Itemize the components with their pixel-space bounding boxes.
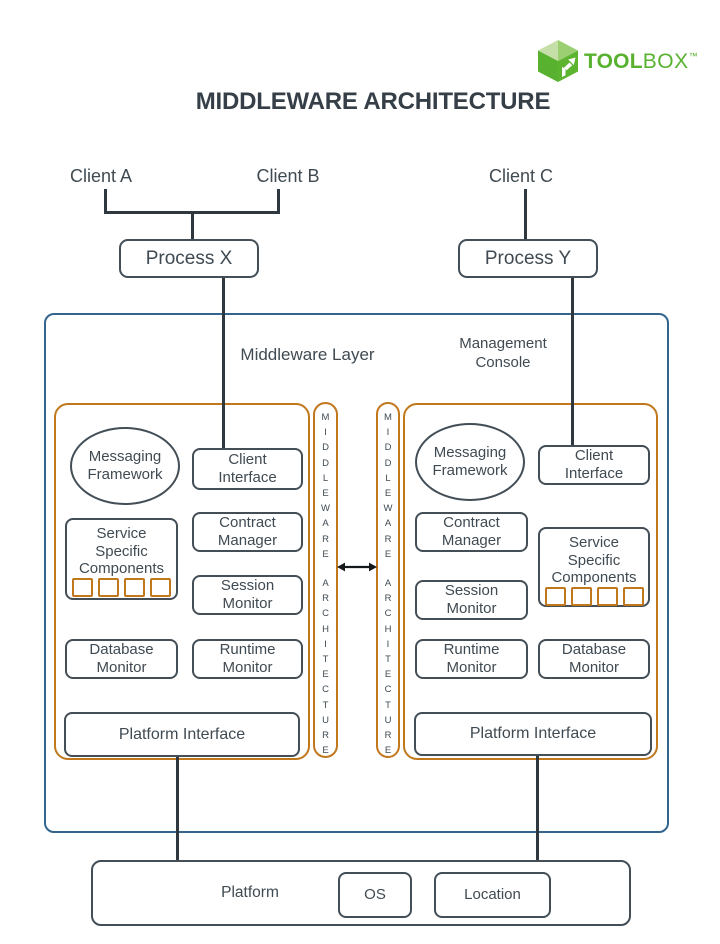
right-session-monitor-box: Session Monitor [415,580,528,620]
session-monitor-label: Session Monitor [220,577,275,612]
right-platform-interface-box: Platform Interface [414,712,652,756]
brand-bold: TOOL [584,50,643,73]
client-interface-label: Client Interface [564,447,624,482]
right-runtime-monitor-box: Runtime Monitor [415,639,528,679]
messaging-framework-label: Messaging Framework [87,448,163,483]
right-service-specific-components-box: Service Specific Components [538,527,650,607]
runtime-monitor-label: Runtime Monitor [443,641,500,676]
left-platform-interface-to-platform-line [176,755,179,863]
right-database-monitor-box: Database Monitor [538,639,650,679]
process-x-box: Process X [119,239,259,278]
left-database-monitor-box: Database Monitor [65,639,178,679]
client-c-to-process-y-line [524,189,527,241]
strip-word-architecture: A R C H I T E C T U R E [384,578,392,757]
component-slot [544,586,566,606]
right-messaging-framework-ellipse: Messaging Framework [415,423,525,501]
left-middleware-architecture-strip: M I D D L E W A R E A R C H I T E C T U … [313,402,338,758]
brand-light: BOX [642,50,689,73]
right-platform-interface-to-platform-line [536,753,539,863]
right-middleware-architecture-strip: M I D D L E W A R E A R C H I T E C T U … [376,402,400,758]
left-session-monitor-box: Session Monitor [192,575,303,615]
page-title: MIDDLEWARE ARCHITECTURE [195,88,551,115]
database-monitor-label: Database Monitor [89,641,154,676]
junction-to-process-x-line [191,211,194,241]
os-box: OS [338,872,412,918]
component-slot-row [72,577,171,597]
client-c-label: Client C [488,166,554,186]
bidirectional-arrow-icon [337,562,377,572]
process-x-label: Process X [145,247,233,269]
contract-manager-label: Contract Manager [441,514,502,549]
location-box: Location [434,872,551,918]
component-slot-row [544,586,644,606]
left-service-specific-components-box: Service Specific Components [65,518,178,600]
right-contract-manager-box: Contract Manager [415,512,528,552]
component-slot [72,577,93,597]
right-client-interface-box: Client Interface [538,445,650,485]
middleware-layer-label: Middleware Layer [240,345,375,364]
platform-interface-label: Platform Interface [118,725,246,743]
left-contract-manager-box: Contract Manager [192,512,303,552]
left-runtime-monitor-box: Runtime Monitor [192,639,303,679]
strip-word-middleware: M I D D L E W A R E [321,412,330,560]
contract-manager-label: Contract Manager [217,514,278,549]
process-y-to-client-interface-line [571,277,574,448]
session-monitor-label: Session Monitor [444,582,499,617]
messaging-framework-label: Messaging Framework [432,444,508,479]
component-slot [570,586,592,606]
process-y-label: Process Y [484,247,572,269]
client-a-connector [104,189,107,214]
component-slot [596,586,618,606]
process-y-box: Process Y [458,239,598,278]
runtime-monitor-label: Runtime Monitor [219,641,276,676]
component-slot [98,577,119,597]
left-platform-interface-box: Platform Interface [64,712,300,757]
os-label: OS [364,886,386,903]
strip-word-middleware: M I D D L E W A R E [383,412,393,560]
database-monitor-label: Database Monitor [561,641,627,676]
component-slot [124,577,145,597]
platform-label: Platform [221,884,279,901]
process-x-to-client-interface-line [222,277,225,451]
service-specific-components-label: Service Specific Components [78,525,165,577]
trademark-symbol: ™ [688,51,698,61]
left-client-interface-box: Client Interface [192,448,303,490]
client-a-label: Client A [69,166,133,186]
strip-word-architecture: A R C H I T E C T U R E [322,578,329,757]
client-b-connector [277,189,280,214]
management-console-label: Management Console [459,335,547,371]
client-interface-label: Client Interface [218,451,277,486]
location-label: Location [464,886,521,903]
component-slot [622,586,644,606]
component-slot [150,577,171,597]
service-specific-components-label: Service Specific Components [551,534,637,586]
platform-interface-label: Platform Interface [469,725,597,742]
toolbox-cube-icon [538,40,578,82]
client-b-label: Client B [256,166,320,186]
left-messaging-framework-ellipse: Messaging Framework [70,427,180,505]
